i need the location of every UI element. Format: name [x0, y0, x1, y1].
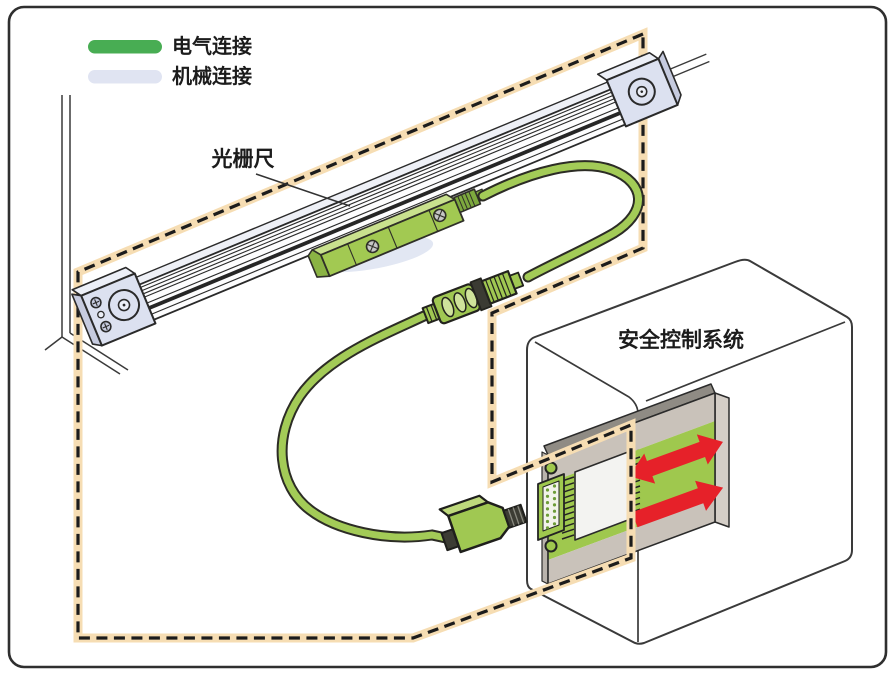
- inline-connector: [421, 270, 525, 325]
- legend-swatch-electrical: [88, 40, 162, 54]
- scale-label: 光栅尺: [211, 147, 275, 171]
- chip-pins-left: [561, 476, 575, 540]
- scale-end-cap-right: [596, 50, 682, 128]
- thumbscrew-bottom: [544, 539, 558, 553]
- scale-label-leader: [255, 173, 351, 207]
- head-screw: [365, 239, 380, 254]
- scale-tape-slot: [139, 108, 629, 314]
- cable-upper: [477, 160, 644, 283]
- card-right-edge: [714, 392, 730, 528]
- head-screw: [432, 208, 447, 223]
- legend-label-mechanical: 机械连接: [172, 64, 252, 88]
- scale-flutes: [131, 88, 631, 319]
- dashed-boundary: [73, 27, 648, 643]
- system-label: 安全控制系统: [618, 328, 744, 352]
- legend-swatch-mechanical: [88, 70, 162, 84]
- scale-end-cap-left: [71, 266, 157, 347]
- dsub-port: [537, 461, 565, 553]
- legend-label-electrical: 电气连接: [172, 34, 252, 58]
- cable-lower: [276, 310, 452, 544]
- boundary-dashes: [76, 31, 645, 640]
- reading-head: [307, 188, 487, 278]
- linear-scale: [71, 50, 710, 347]
- legend: 电气连接 机械连接: [88, 34, 252, 88]
- right-arrow-icon: [632, 480, 724, 528]
- bidirectional-arrow-icon: [629, 434, 723, 484]
- dsub-plug: [438, 494, 528, 554]
